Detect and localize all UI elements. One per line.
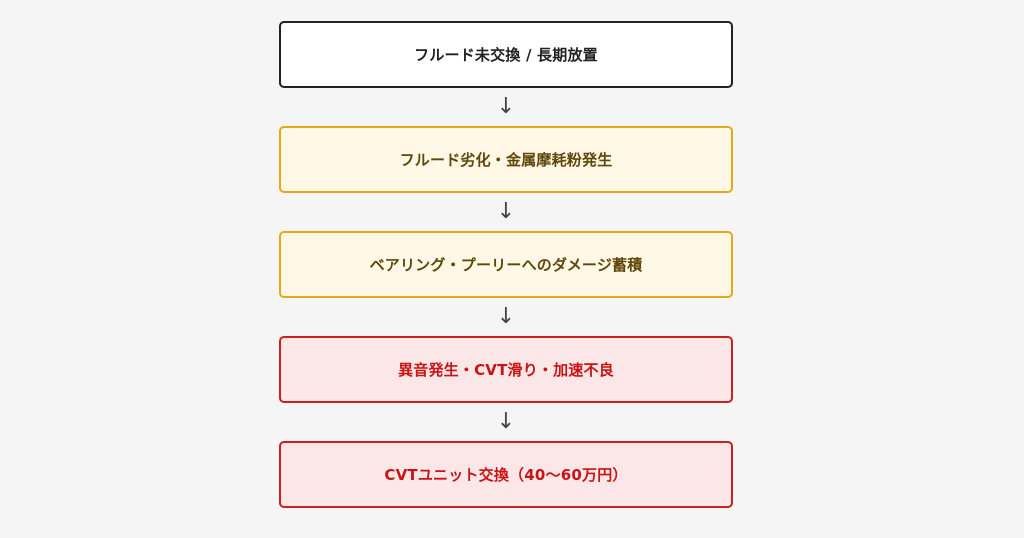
step-fluid-not-changed: フルード未交換 / 長期放置: [279, 21, 733, 88]
step-bearing-pulley-damage: ベアリング・プーリーへのダメージ蓄積: [279, 231, 733, 298]
down-arrow-icon: ↓: [496, 94, 516, 119]
down-arrow-icon: ↓: [496, 199, 516, 224]
step-fluid-degradation: フルード劣化・金属摩耗粉発生: [279, 126, 733, 193]
down-arrow-icon: ↓: [496, 409, 516, 434]
step-cvt-unit-replacement: CVTユニット交換（40〜60万円）: [279, 441, 733, 508]
step-noise-slip-acceleration: 異音発生・CVT滑り・加速不良: [279, 336, 733, 403]
down-arrow-icon: ↓: [496, 304, 516, 329]
flowchart: フルード未交換 / 長期放置 ↓ フルード劣化・金属摩耗粉発生 ↓ ベアリング・…: [279, 21, 733, 508]
